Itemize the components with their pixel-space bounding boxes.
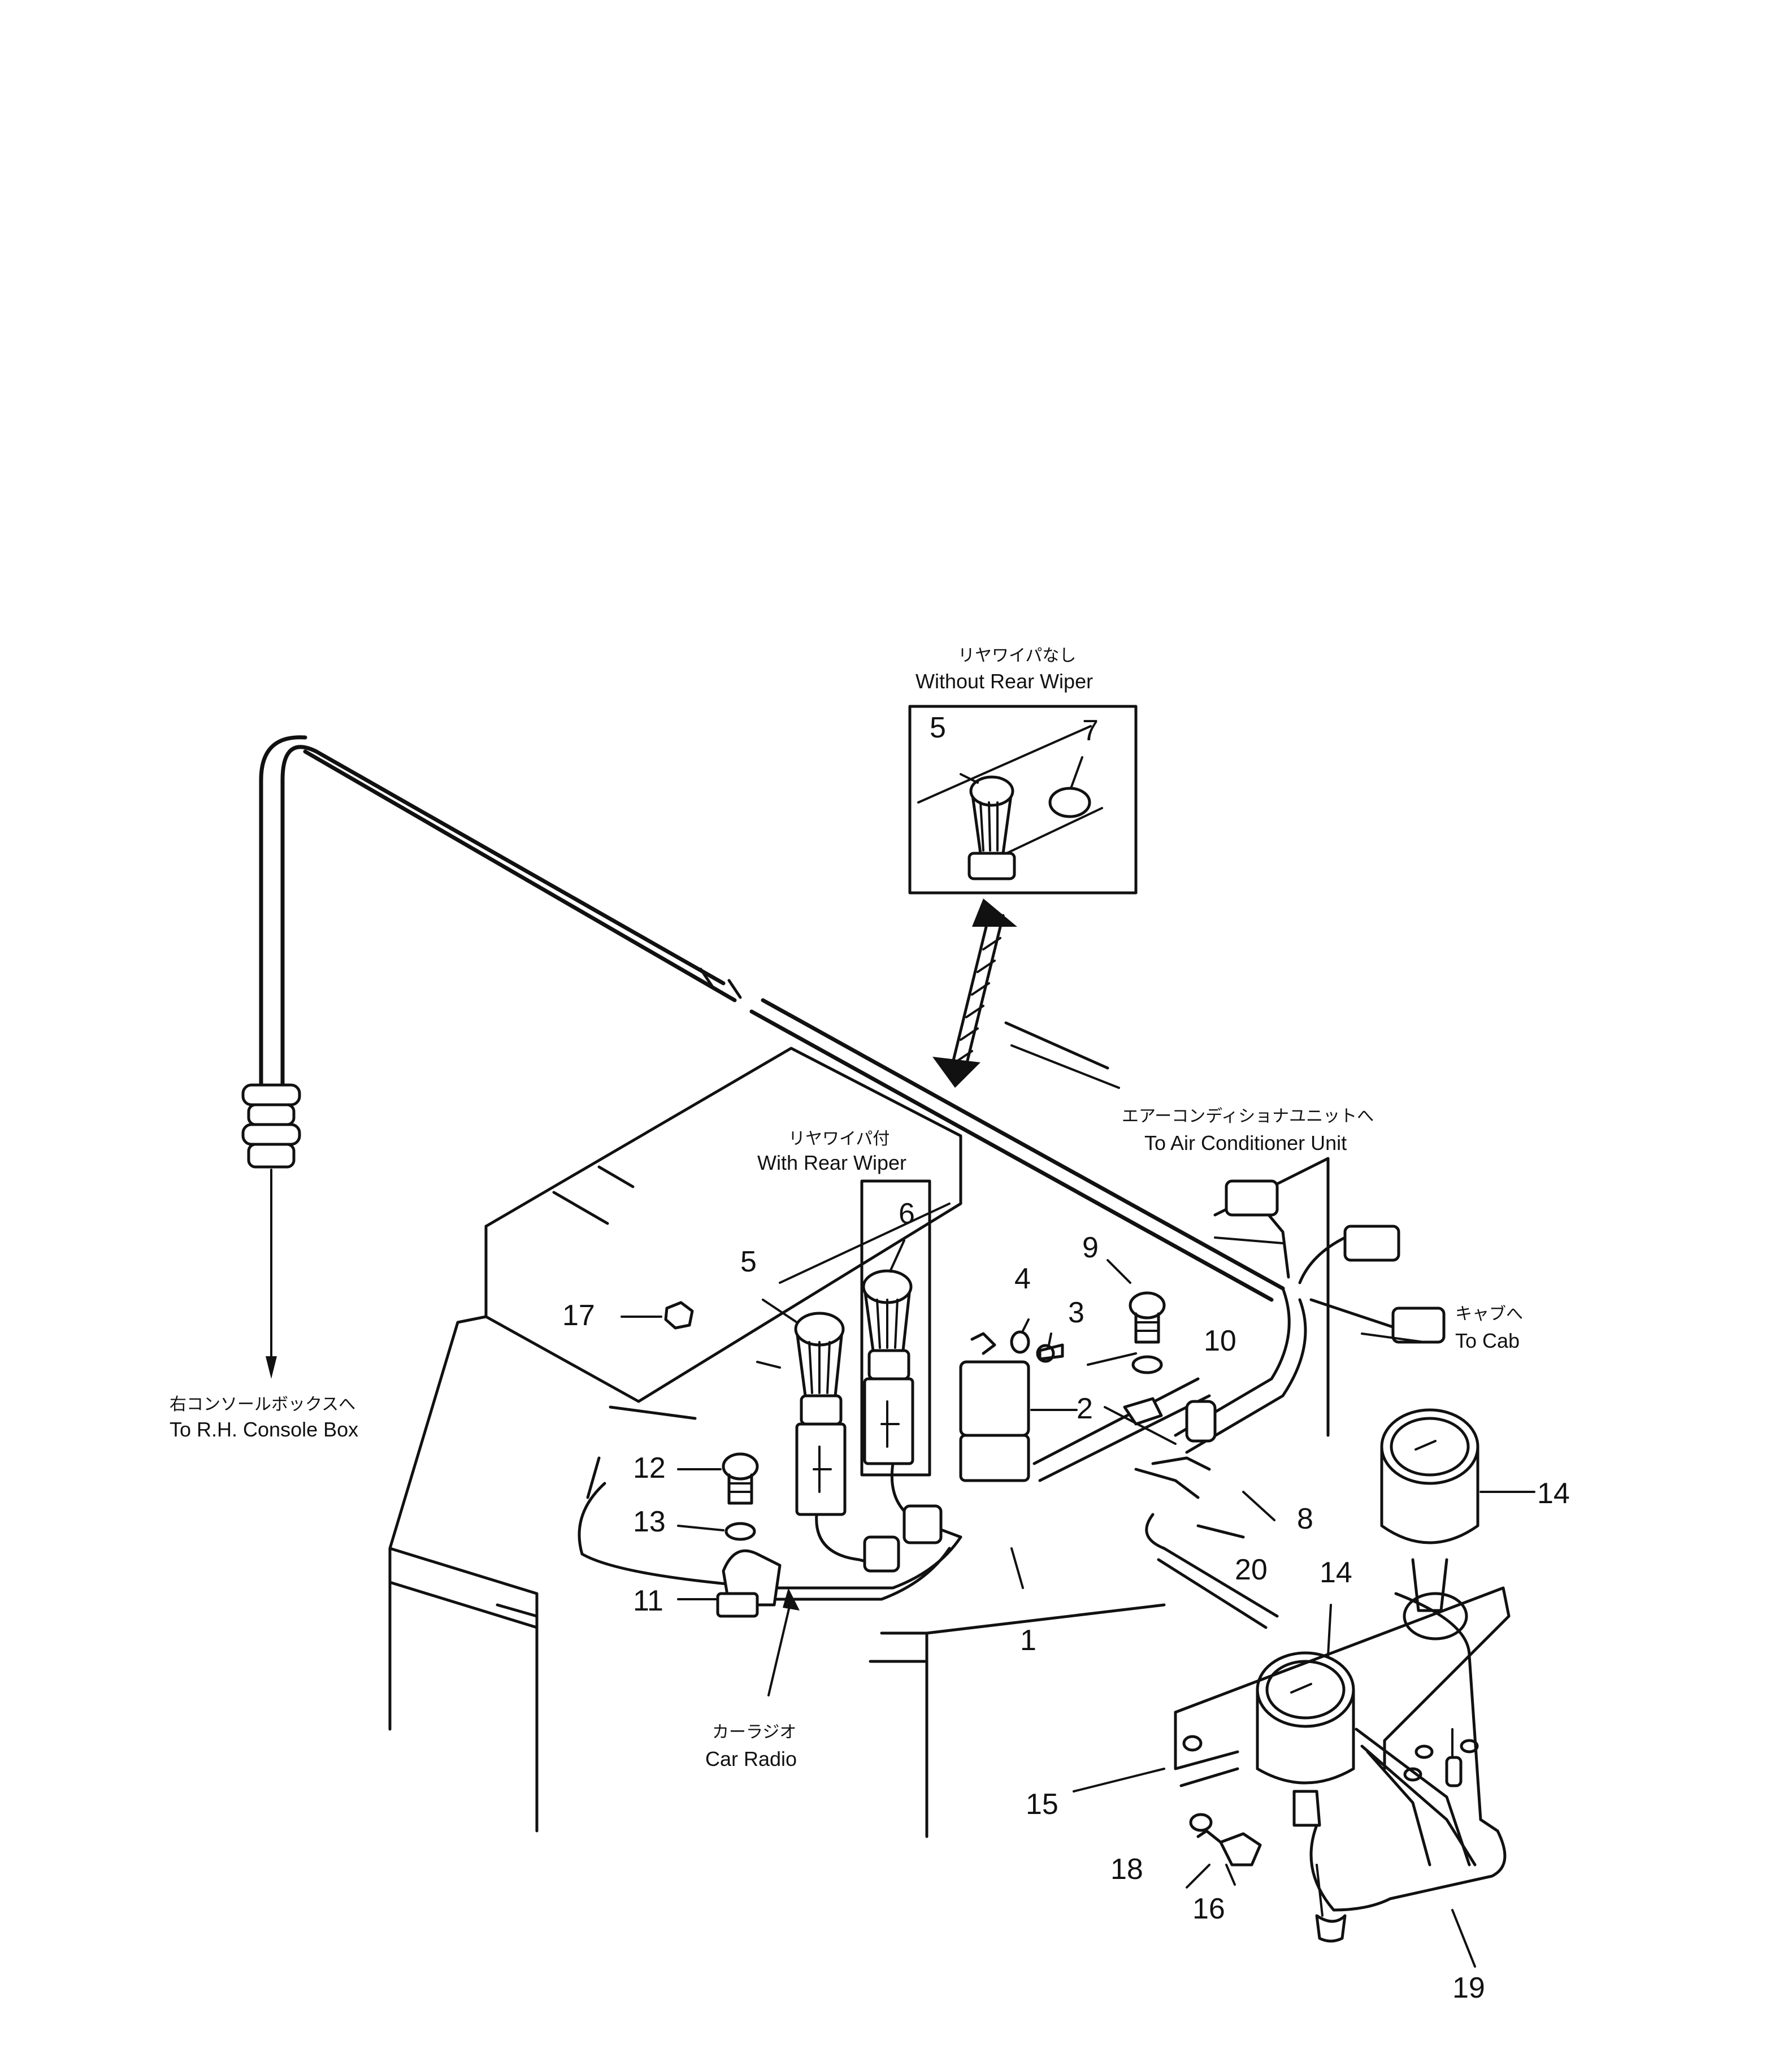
grommet: [241, 1083, 301, 1379]
part-5-inset-label: 5: [930, 711, 946, 744]
double-arrow: [932, 899, 1017, 1088]
inset-without-wiper: 5 7: [908, 705, 1138, 895]
nut-17: [664, 1301, 694, 1330]
part-15-label: 15: [1026, 1788, 1058, 1821]
to-cab-en: To Cab: [1455, 1329, 1520, 1352]
part-8-label: 8: [1297, 1503, 1313, 1535]
part-3-label: 3: [1068, 1296, 1084, 1329]
car-radio-cable: [578, 1482, 962, 1696]
gauge-wires: [1309, 1728, 1507, 1943]
console-box-jp: 右コンソールボックスへ: [170, 1395, 355, 1414]
air-con-jp: エアーコンディショナユニットへ: [1122, 1106, 1374, 1126]
part-16-label: 16: [1192, 1893, 1225, 1925]
with-wiper-en: With Rear Wiper: [757, 1151, 906, 1174]
screw-9: [1129, 1291, 1166, 1374]
with-wiper-jp: リヤワイパ付: [788, 1129, 890, 1149]
part-6-label: 6: [899, 1197, 915, 1230]
car-radio-en: Car Radio: [705, 1747, 797, 1770]
part-10-label: 10: [1204, 1325, 1236, 1357]
console-box-en: To R.H. Console Box: [170, 1418, 358, 1441]
harness-branches: [1032, 1179, 1446, 1629]
relay: [959, 1330, 1064, 1482]
part-19-label: 19: [1452, 1972, 1485, 2004]
part-20-label: 20: [1235, 1553, 1268, 1586]
leader-lines: [621, 1044, 1535, 1968]
part-13-label: 13: [633, 1505, 666, 1538]
gauge-lower: [1256, 1651, 1355, 1827]
part-5-label: 5: [740, 1245, 757, 1278]
part-12-label: 12: [633, 1452, 666, 1485]
part-1-label: 1: [1020, 1624, 1036, 1657]
part-18-label: 18: [1110, 1853, 1143, 1886]
part-9-label: 9: [1082, 1231, 1099, 1264]
screw-12: [722, 1452, 759, 1541]
part-17-label: 17: [562, 1299, 595, 1332]
air-con-en: To Air Conditioner Unit: [1144, 1131, 1347, 1154]
switch-assembly: [756, 1179, 962, 1573]
console-box: [388, 1021, 1330, 1838]
part-14-lower-label: 14: [1320, 1556, 1352, 1589]
to-cab-jp: キャブへ: [1455, 1304, 1523, 1324]
screw-16: [1189, 1813, 1262, 1867]
part-2-label: 2: [1077, 1392, 1093, 1425]
part-7-label: 7: [1082, 714, 1099, 747]
part-4-label: 4: [1014, 1262, 1031, 1295]
without-wiper-en: Without Rear Wiper: [915, 670, 1093, 693]
part-14-upper-label: 14: [1537, 1477, 1570, 1510]
without-wiper-jp: リヤワイパなし: [958, 646, 1076, 666]
car-radio-jp: カーラジオ: [712, 1722, 796, 1742]
part-11-label: 11: [633, 1585, 663, 1617]
harness-tube: [259, 735, 1285, 1302]
